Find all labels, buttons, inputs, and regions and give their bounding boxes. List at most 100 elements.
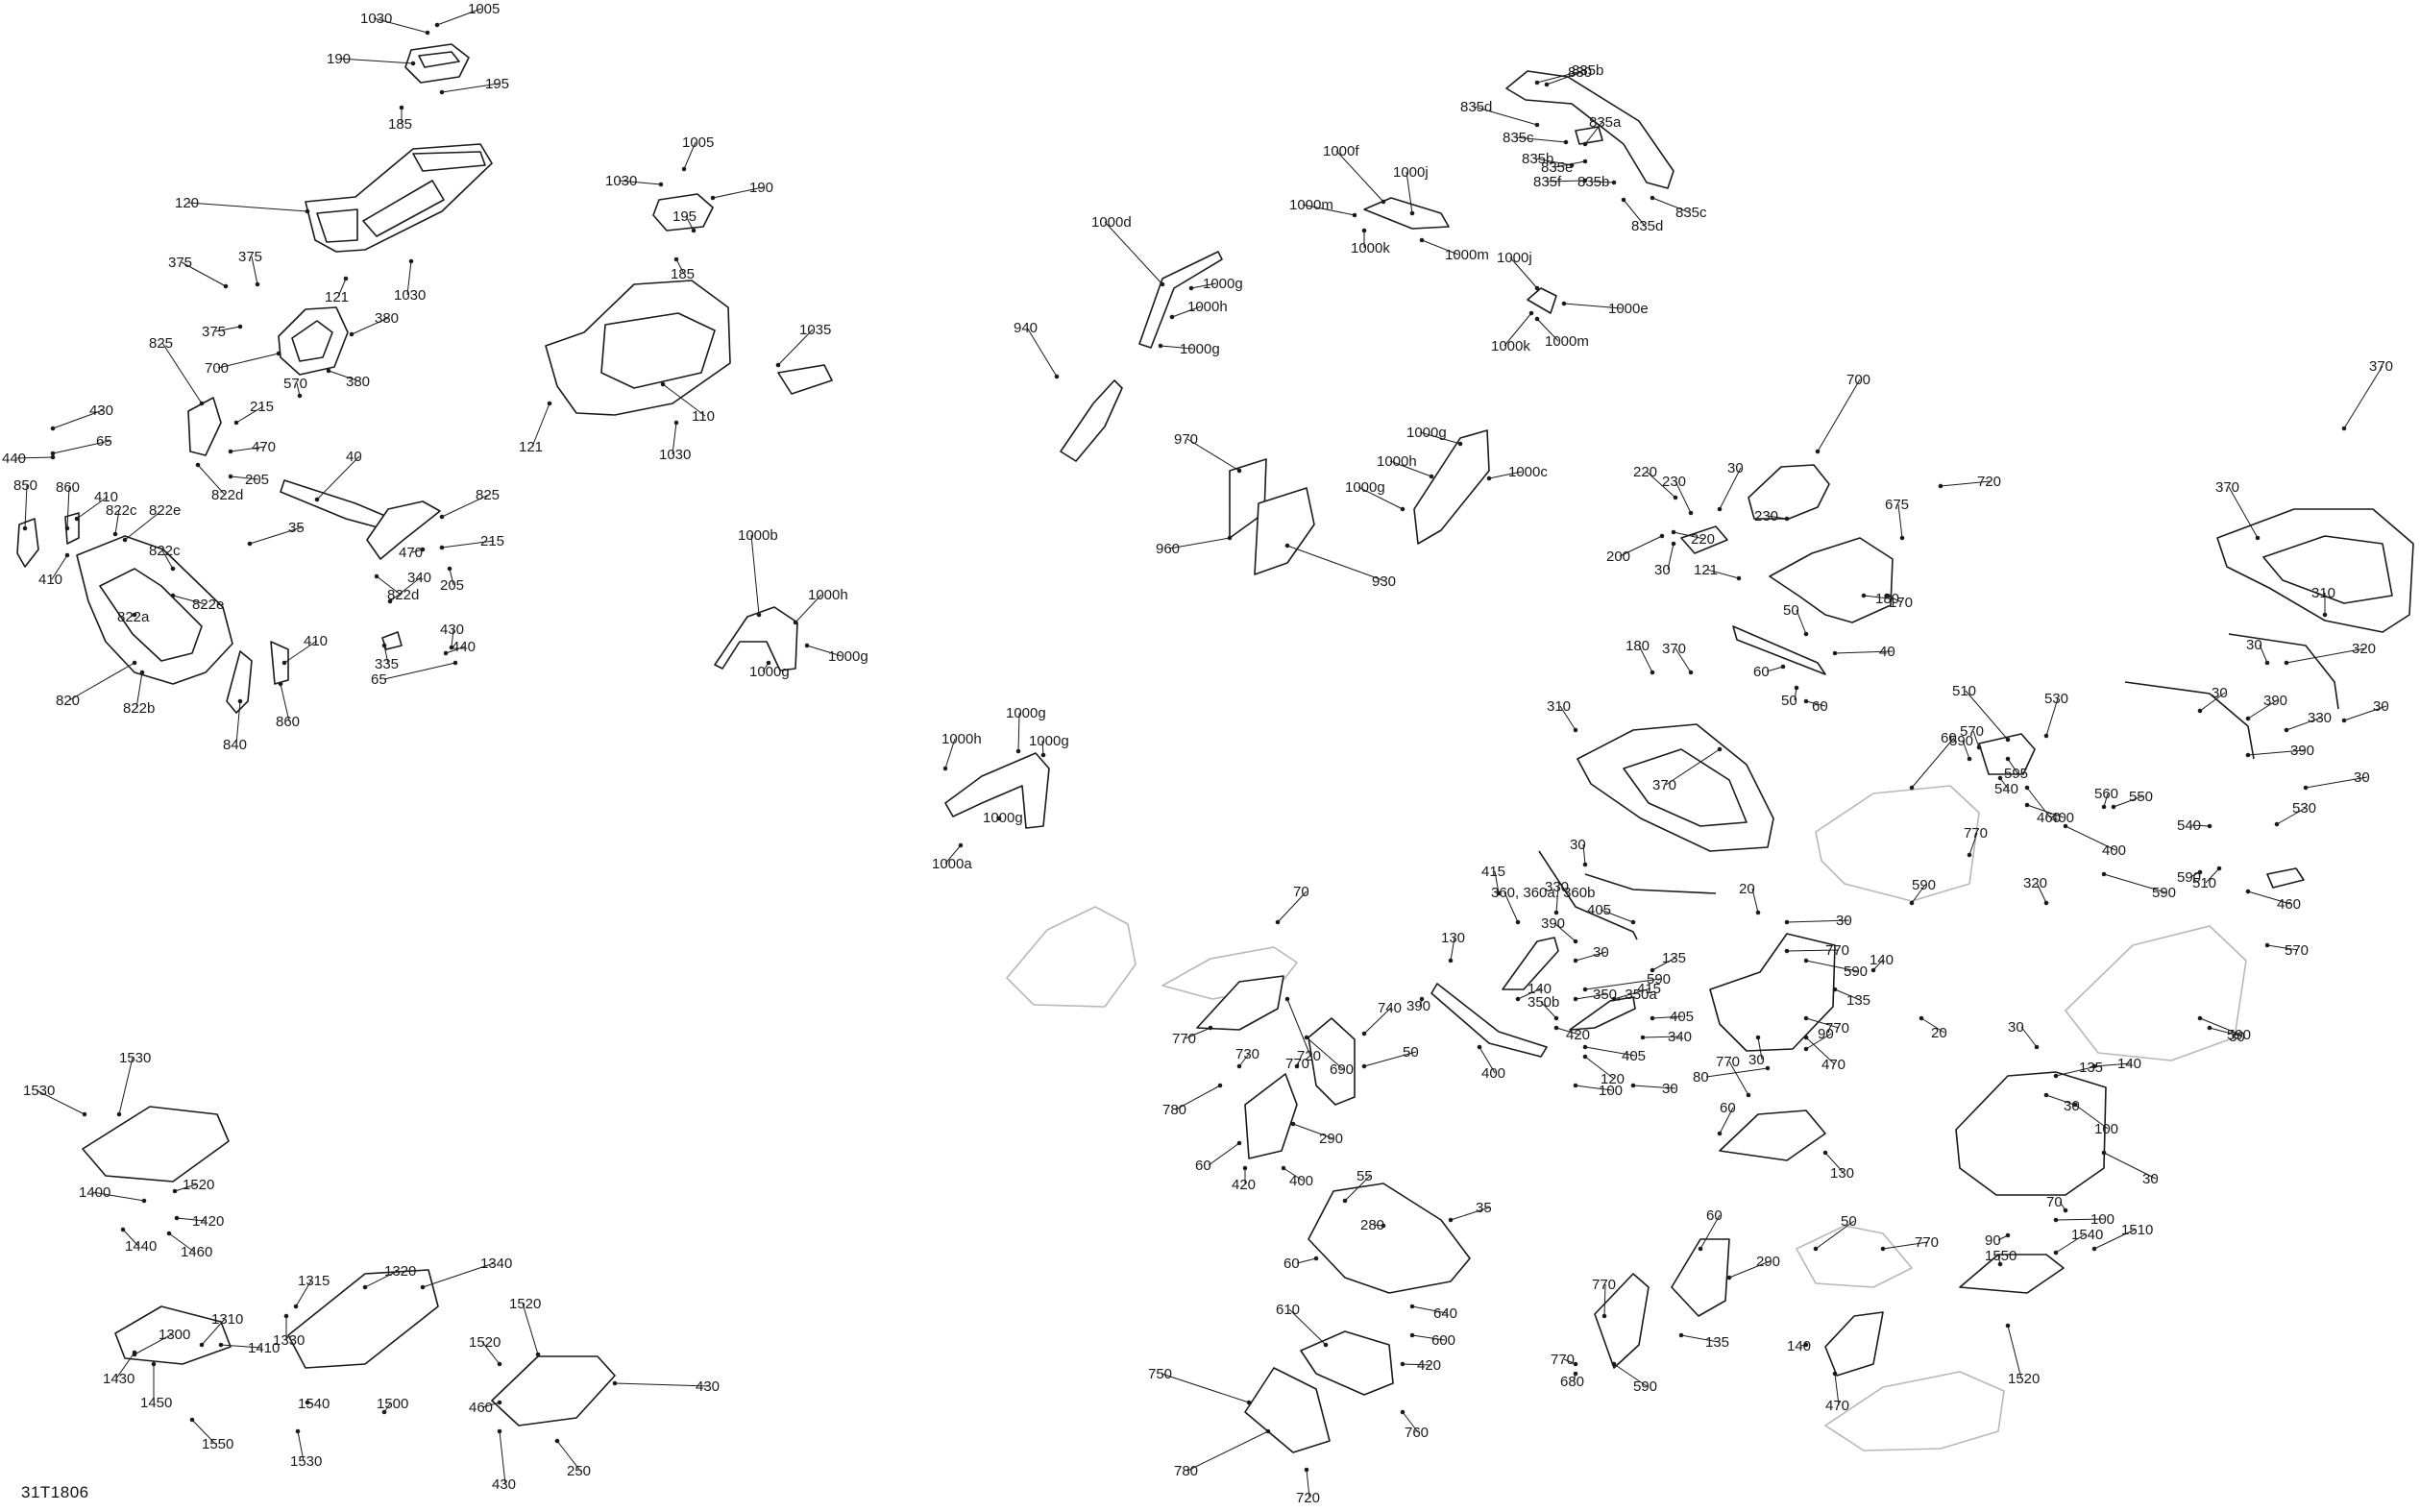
leader-line (2209, 1027, 2243, 1037)
leader-dot (1582, 1044, 1588, 1050)
part-number-label: 90 (1985, 1232, 2001, 1249)
leader-line (1705, 1067, 1769, 1078)
part-number-label: 1000j (1497, 250, 1532, 266)
leader-dot (1884, 593, 1890, 598)
leader-dot (1650, 670, 1655, 675)
leader-dot (1919, 1015, 1924, 1021)
leader-dot (1870, 967, 1876, 973)
leader-line (614, 1382, 710, 1387)
part-number-label: 80 (1693, 1069, 1709, 1085)
leader-line (1805, 700, 1826, 707)
part-number-label: 50 (1781, 693, 1797, 709)
leader-line (1555, 1027, 1580, 1036)
leader-dot (1160, 281, 1165, 287)
leader-dot (381, 643, 387, 648)
leader-dot (1284, 996, 1290, 1002)
leader-line (1575, 1085, 1613, 1091)
leader-line (944, 844, 962, 865)
leader-line (2276, 807, 2307, 825)
leader-line (2247, 890, 2291, 905)
leader-line (794, 594, 822, 623)
part-number-label: 195 (485, 76, 509, 92)
leader-line (168, 1232, 195, 1253)
leader-dot (381, 1409, 387, 1415)
leader-dot (1794, 685, 1799, 691)
leader-dot (804, 643, 810, 648)
leader-dot (1477, 1044, 1482, 1050)
panel-part-250 (1308, 1183, 1471, 1294)
leader-dot (314, 497, 320, 502)
leader-dot (1803, 631, 1809, 637)
part-number-label: 822a (117, 609, 150, 625)
leader-line (2247, 749, 2305, 756)
part-number-label: 100 (2090, 1211, 2114, 1228)
leader-dot (116, 1111, 122, 1117)
leader-dot (2024, 802, 2030, 808)
part-number-label: 440 (2, 451, 26, 467)
leader-line (1488, 471, 1523, 479)
skid-plate-1510 (82, 1106, 230, 1183)
leader-line (499, 1430, 506, 1485)
leader-dot (1803, 1046, 1809, 1052)
leader-dot (2197, 708, 2203, 714)
leader-line (135, 671, 143, 709)
part-number-label: 770 (1964, 825, 1988, 841)
part-number-label: 1340 (480, 1256, 512, 1272)
leader-line (675, 258, 685, 275)
leader-line (2205, 867, 2220, 884)
leader-dot (2091, 1246, 2097, 1252)
leader-dot (1611, 1361, 1617, 1367)
leader-line (1805, 1036, 1836, 1065)
leader-line (1767, 515, 1788, 520)
leader-dot (64, 552, 70, 558)
leader-line (1863, 595, 1890, 599)
part-number-label: 570 (283, 376, 307, 392)
part-number-label: 1000g (1203, 276, 1243, 292)
part-number-label: 405 (1622, 1048, 1646, 1064)
part-number-label: 340 (407, 570, 431, 586)
leader-line (2286, 647, 2366, 664)
part-number-label: 822c (149, 543, 181, 559)
leader-dot (1361, 1063, 1367, 1069)
leader-dot (2274, 821, 2280, 827)
leader-dot (1361, 228, 1367, 233)
part-number-label: 1530 (23, 1083, 55, 1099)
leader-dot (2053, 1217, 2059, 1223)
part-number-label: 1520 (509, 1296, 541, 1312)
leader-dot (1755, 910, 1761, 915)
part-number-label: 640 (1433, 1305, 1457, 1322)
part-number-label: 740 (1378, 1000, 1402, 1016)
leader-dot (1822, 1150, 1828, 1156)
leader-dot (1621, 197, 1626, 203)
leader-dot (1381, 1223, 1386, 1229)
leader-line (114, 509, 120, 535)
leader-line (1363, 1051, 1417, 1067)
leader-dot (497, 1361, 502, 1367)
leader-line (1962, 740, 1970, 760)
leader-line (339, 58, 414, 64)
leader-dot (132, 660, 137, 666)
part-number-label: 1000j (1393, 164, 1429, 181)
leader-dot (1294, 1063, 1300, 1069)
leader-line (2113, 795, 2143, 808)
leader-dot (1409, 1304, 1415, 1309)
leader-dot (228, 449, 233, 454)
leader-dot (1573, 1361, 1578, 1367)
leader-dot (293, 1304, 299, 1309)
rear-bar-part-830 (1505, 70, 1674, 189)
leader-dot (1640, 1035, 1646, 1040)
leader-line (1972, 730, 1980, 748)
part-number-label: 430 (89, 402, 113, 419)
leader-line (1553, 160, 1586, 168)
leader-line (230, 446, 266, 452)
leader-line (1646, 471, 1676, 499)
part-number-label: 1000g (983, 810, 1023, 826)
leader-dot (1544, 82, 1550, 87)
leader-line (1651, 957, 1676, 971)
leader-dot (958, 842, 964, 848)
leader-dot (1736, 575, 1742, 581)
part-number-label: 390 (2263, 693, 2287, 709)
leader-line (1603, 1283, 1606, 1317)
part-number-label: 350b (1528, 994, 1559, 1011)
leader-dot (996, 816, 1002, 821)
